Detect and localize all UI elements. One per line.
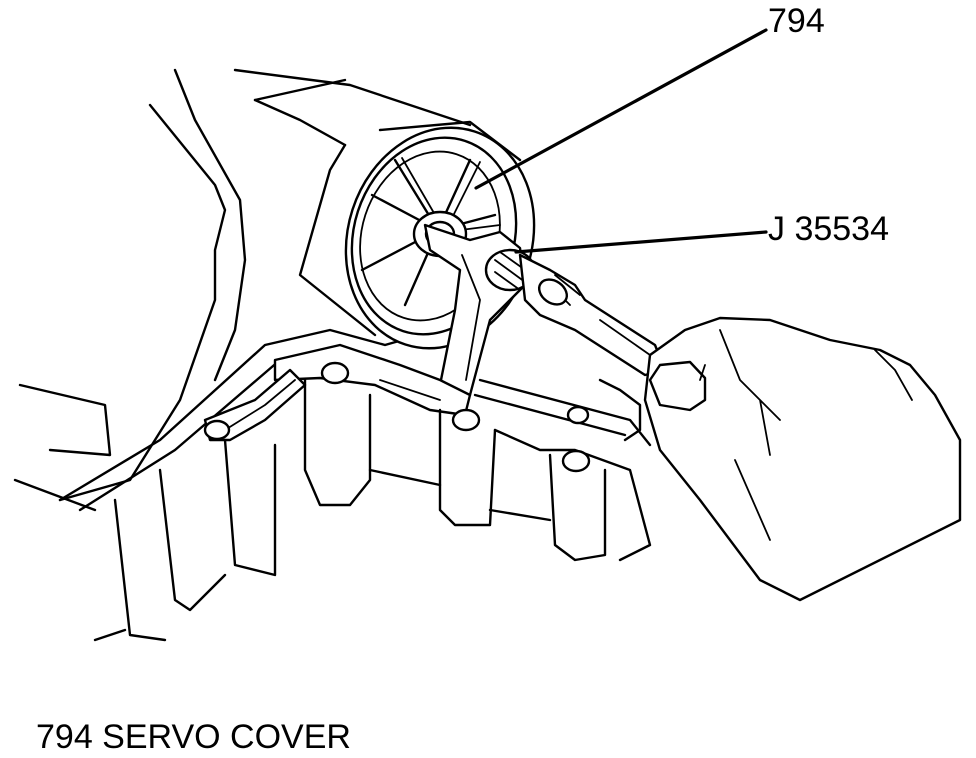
figure-caption: 794 SERVO COVER: [36, 718, 351, 756]
leader-line-tool: [514, 230, 768, 254]
wrench: [518, 253, 667, 377]
callout-j-35534: J 35534: [768, 210, 889, 248]
callout-794: 794: [768, 2, 825, 40]
hand: [598, 316, 962, 602]
transmission-case: [13, 68, 652, 512]
oil-pan: [93, 361, 652, 642]
leader-line-794: [474, 28, 768, 190]
